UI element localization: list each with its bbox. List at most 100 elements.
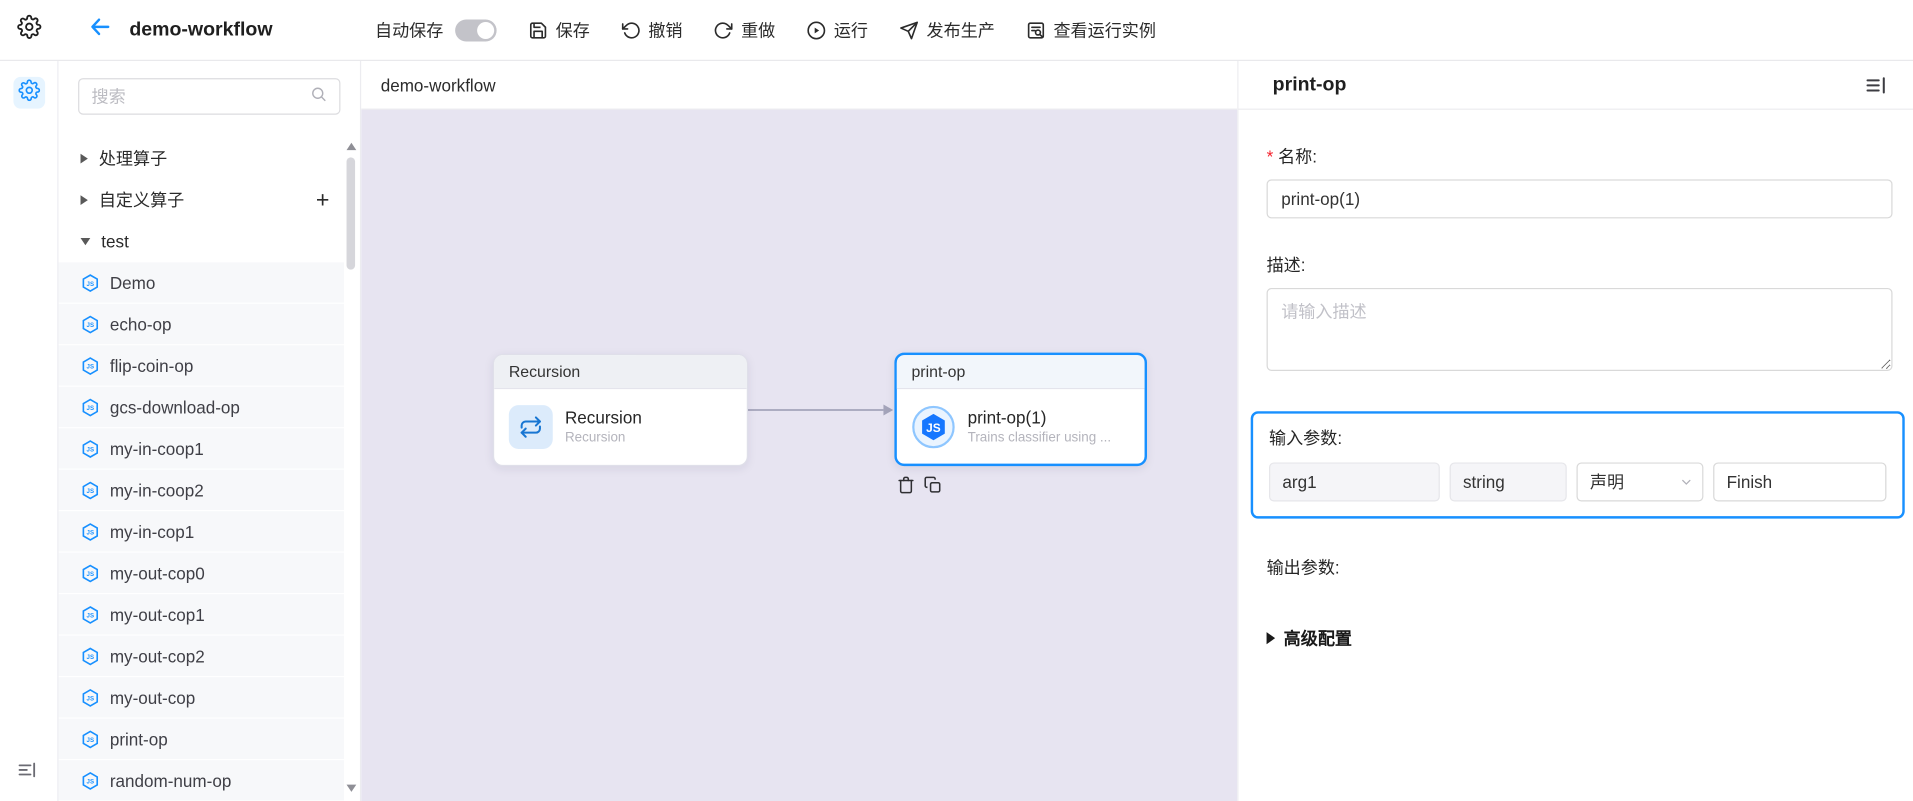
run-button[interactable]: 运行 <box>807 18 868 42</box>
operator-item[interactable]: JS my-in-coop2 <box>58 469 345 512</box>
param-type-input[interactable] <box>1449 462 1567 502</box>
toolbar: 自动保存 保存 撤销 重做 运行 发布生产 <box>375 18 1156 42</box>
operator-name: my-in-coop2 <box>109 480 204 500</box>
required-asterisk: * <box>1266 146 1274 166</box>
sidebar-scrollbar[interactable] <box>345 138 357 797</box>
operator-item[interactable]: JS my-out-cop1 <box>58 594 345 636</box>
copy-node-button[interactable] <box>924 476 942 494</box>
topbar: demo-workflow 自动保存 保存 撤销 重做 运行 <box>0 0 1913 62</box>
js-operator-icon: JS <box>81 439 101 459</box>
scroll-down-icon[interactable] <box>346 784 357 792</box>
delete-node-button[interactable] <box>897 476 915 494</box>
node-actions <box>897 476 942 494</box>
param-name-input[interactable] <box>1269 462 1440 502</box>
svg-text:JS: JS <box>87 322 94 329</box>
tree-group-processing-ops[interactable]: 处理算子 <box>59 138 345 179</box>
save-label: 保存 <box>555 20 590 40</box>
param-mode-select[interactable]: 声明 <box>1576 462 1704 502</box>
back-button[interactable] <box>88 15 112 46</box>
operator-item[interactable]: JS echo-op <box>58 303 345 346</box>
description-textarea[interactable] <box>1266 287 1893 371</box>
collapse-panel-icon <box>16 762 38 786</box>
rail-item-operators[interactable] <box>13 76 46 109</box>
inspector-form: *名称: 描述: 输入参数: 声明 <box>1239 144 1913 650</box>
operator-item[interactable]: JS my-out-cop2 <box>58 635 345 678</box>
js-operator-icon: JS <box>81 522 101 542</box>
left-rail <box>0 61 59 801</box>
param-row: 声明 <box>1269 462 1888 502</box>
view-runs-button[interactable]: 查看运行实例 <box>1027 18 1156 42</box>
operator-name: print-op <box>109 729 168 749</box>
chevron-right-icon <box>80 153 88 164</box>
operator-item[interactable]: JS my-in-cop1 <box>58 511 345 553</box>
canvas-tab: demo-workflow <box>361 61 1238 110</box>
tree-group-custom-ops[interactable]: 自定义算子 + <box>59 179 345 220</box>
operator-name: my-out-cop2 <box>109 646 205 666</box>
toggle-knob <box>477 21 495 39</box>
node-title: print-op(1) <box>967 407 1047 428</box>
app-settings-button[interactable] <box>0 14 59 46</box>
operator-item[interactable]: JS my-out-cop <box>58 677 345 719</box>
node-print-op[interactable]: print-op JS print-op(1) Trains classifie… <box>894 352 1147 467</box>
save-button[interactable]: 保存 <box>529 18 590 42</box>
operator-item[interactable]: JS gcs-download-op <box>58 386 345 429</box>
operator-item[interactable]: JS print-op <box>58 718 345 761</box>
chevron-down-icon <box>80 237 91 246</box>
svg-text:JS: JS <box>87 446 94 453</box>
svg-text:JS: JS <box>87 695 94 702</box>
svg-text:JS: JS <box>87 571 94 578</box>
publish-button[interactable]: 发布生产 <box>900 18 995 42</box>
svg-text:JS: JS <box>87 612 94 619</box>
node-subtitle: Recursion <box>564 430 626 446</box>
autosave-toggle[interactable] <box>455 18 498 41</box>
operator-name: my-in-coop1 <box>109 438 204 459</box>
svg-text:JS: JS <box>87 488 94 495</box>
scroll-up-icon[interactable] <box>346 142 357 151</box>
output-params-label: 输出参数: <box>1266 557 1340 578</box>
add-operator-button[interactable]: + <box>315 187 330 213</box>
node-name-input[interactable] <box>1266 179 1893 219</box>
group-label: 处理算子 <box>98 148 168 169</box>
operator-name: echo-op <box>109 314 172 334</box>
node-title: Recursion <box>564 407 642 428</box>
undo-label: 撤销 <box>648 20 683 40</box>
back-icon <box>88 15 112 46</box>
operator-name: my-out-cop1 <box>109 604 205 625</box>
operator-item[interactable]: JS Demo <box>58 262 345 304</box>
js-operator-icon: JS <box>81 273 101 293</box>
chevron-right-icon <box>80 195 88 205</box>
tree-group-test[interactable]: test <box>59 221 345 262</box>
svg-text:JS: JS <box>87 778 94 785</box>
recursion-icon <box>508 404 553 449</box>
js-node-icon: JS <box>911 404 955 448</box>
operator-item[interactable]: JS random-num-op <box>58 760 345 801</box>
redo-label: 重做 <box>741 20 776 40</box>
js-operator-icon: JS <box>81 605 101 625</box>
svg-text:JS: JS <box>87 529 94 536</box>
advanced-config-toggle[interactable]: 高级配置 <box>1266 626 1893 650</box>
workflow-canvas: demo-workflow Recursion Recursion Recurs… <box>361 61 1238 801</box>
collapse-inspector-button[interactable] <box>1864 73 1888 97</box>
node-header: print-op <box>896 355 1145 390</box>
node-body: JS print-op(1) Trains classifier using .… <box>897 389 1145 463</box>
search-icon <box>310 85 327 108</box>
autosave-label: 自动保存 <box>375 20 444 40</box>
operator-name: Demo <box>109 272 156 293</box>
node-recursion[interactable]: Recursion Recursion Recursion <box>492 353 748 467</box>
redo-button[interactable]: 重做 <box>714 18 775 42</box>
publish-icon <box>900 20 920 40</box>
settings-icon <box>17 14 42 46</box>
param-value-input[interactable] <box>1713 462 1887 502</box>
run-label: 运行 <box>833 20 868 40</box>
canvas-surface[interactable]: Recursion Recursion Recursion print-op J… <box>361 109 1238 801</box>
svg-text:JS: JS <box>926 420 941 434</box>
operator-item[interactable]: JS my-in-coop1 <box>58 428 345 470</box>
operator-item[interactable]: JS my-out-cop0 <box>58 552 345 595</box>
undo-button[interactable]: 撤销 <box>622 18 683 42</box>
operator-name: my-out-cop0 <box>109 563 205 583</box>
collapse-sidebar-button[interactable] <box>16 759 38 787</box>
search-input[interactable] <box>91 86 303 107</box>
operator-item[interactable]: JS flip-coin-op <box>58 345 345 387</box>
group-label: test <box>101 231 129 252</box>
scrollbar-thumb[interactable] <box>346 157 356 270</box>
